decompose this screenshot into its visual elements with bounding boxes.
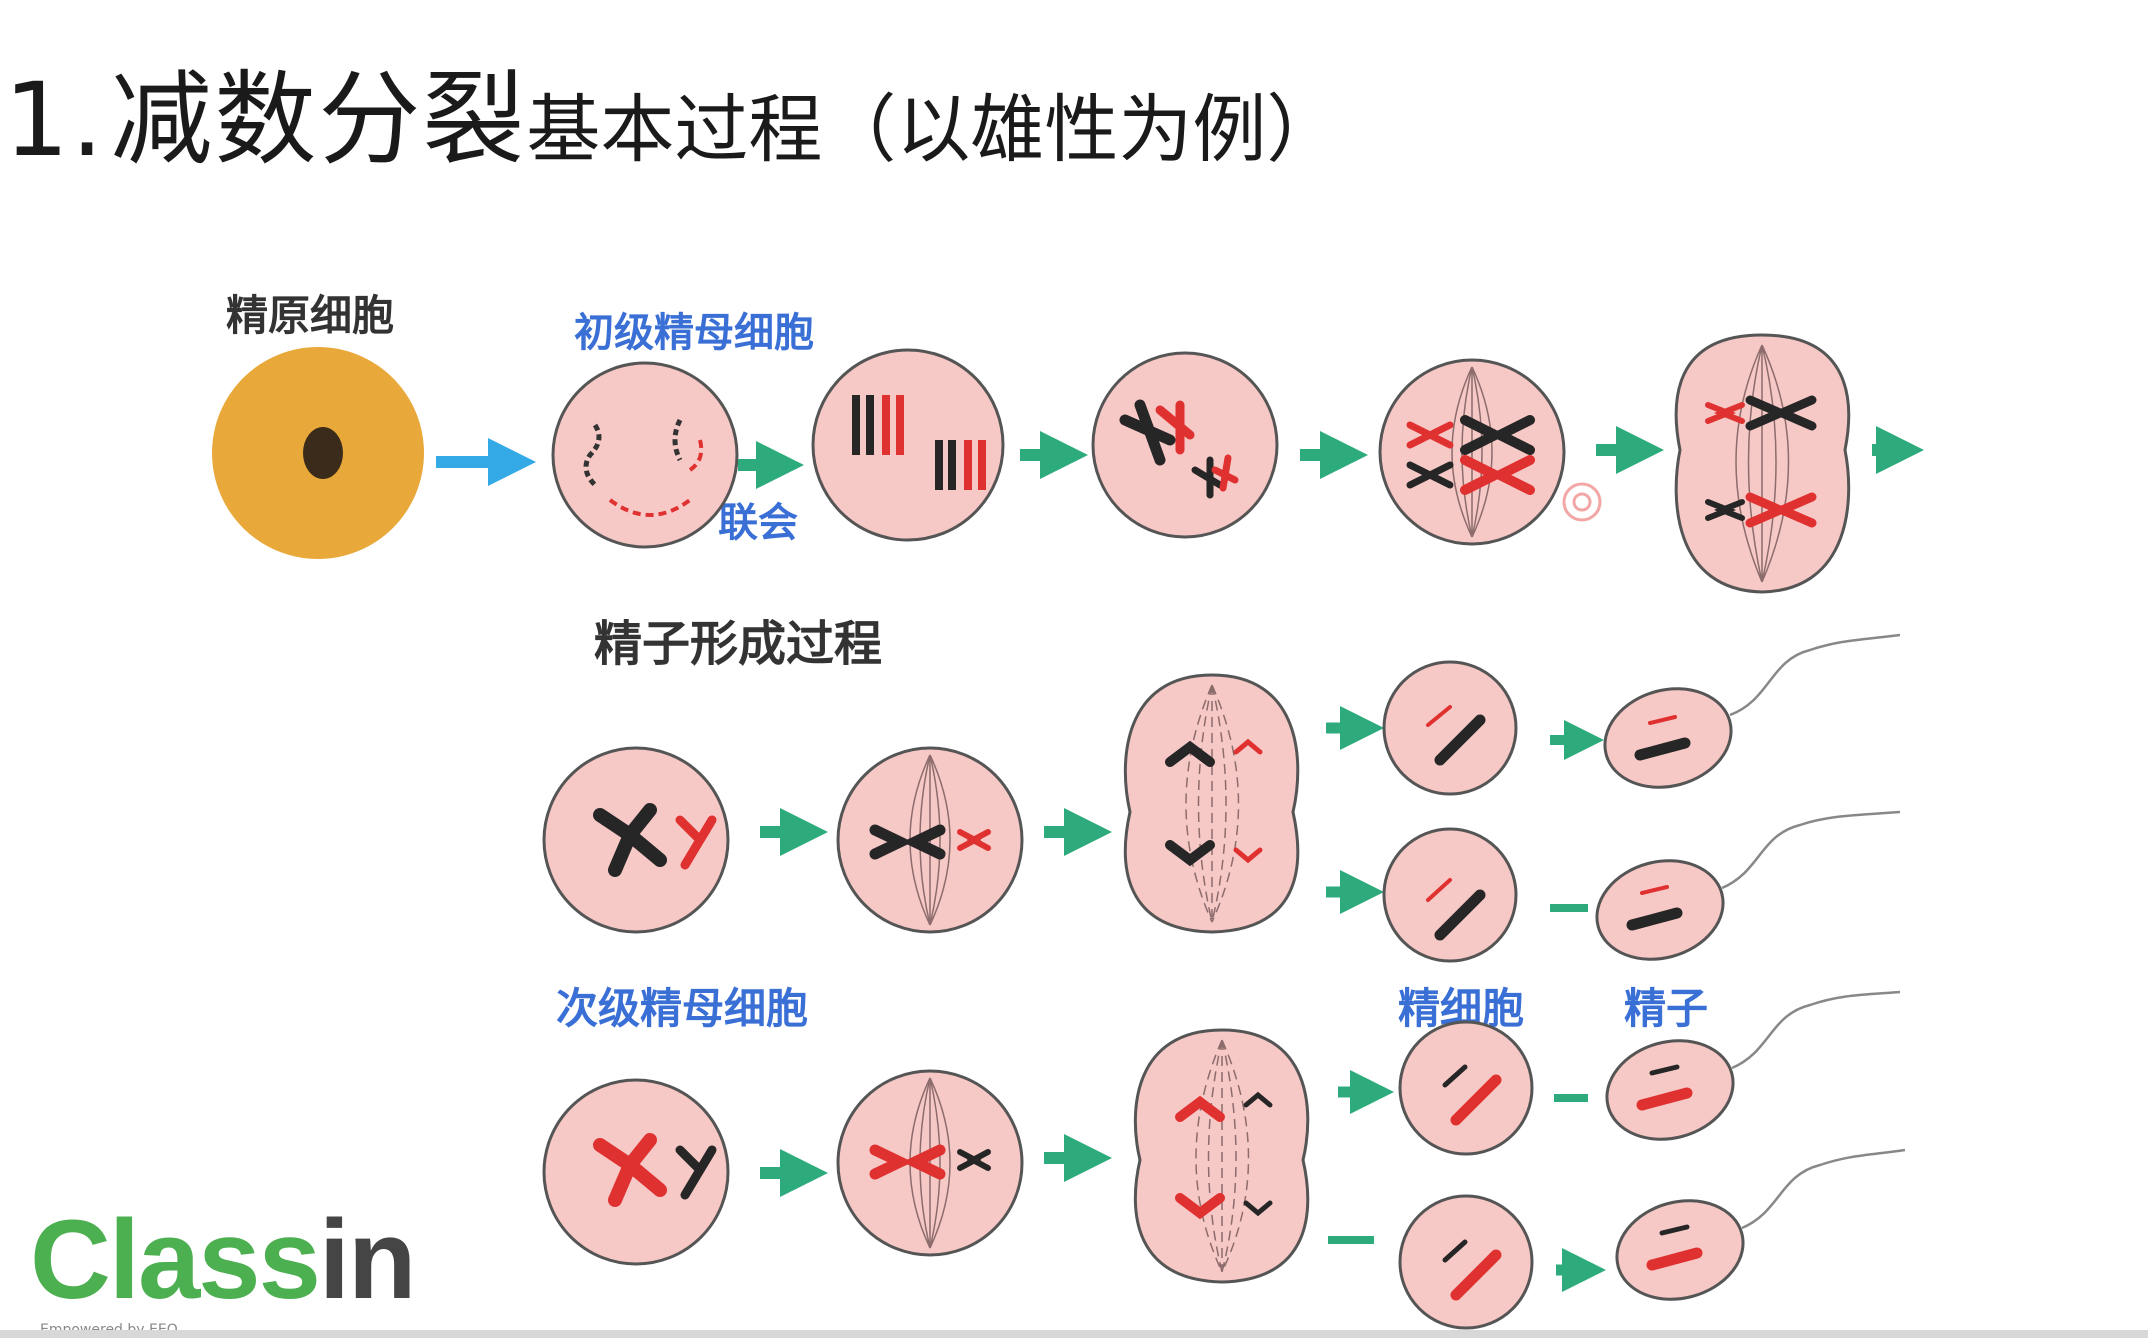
- cell-secondary-anaphase-b: [1133, 1028, 1310, 1284]
- sperm-4: [1615, 1148, 1906, 1301]
- title-sub: 基本过程（以雄性为例）: [526, 87, 1341, 173]
- slide-title: 1. 减数分裂基本过程（以雄性为例）: [4, 38, 1340, 185]
- cell-primary-leptotene: [551, 361, 739, 549]
- classin-logo: Classin: [30, 1197, 416, 1322]
- cell-diakinesis: [1091, 351, 1279, 539]
- label-primary-spermatocyte: 初级精母细胞: [574, 310, 814, 356]
- label-spermatogonium: 精原细胞: [226, 291, 395, 340]
- cell-secondary-metaphase-b: [836, 1069, 1024, 1257]
- title-main: 减数分裂: [110, 61, 527, 180]
- title-number: 1.: [4, 61, 106, 180]
- label-synapsis: 联会: [718, 500, 798, 546]
- cell-synapsis: [811, 348, 1005, 542]
- spermatogonium-cell: [212, 347, 424, 559]
- label-sperm: 精子: [1624, 984, 1709, 1033]
- label-secondary-spermatocyte: 次级精母细胞: [556, 984, 809, 1033]
- sperm-3: [1605, 990, 1901, 1141]
- cell-secondary-prophase-b: [542, 1078, 730, 1266]
- cursor-indicator-icon: [1562, 482, 1602, 522]
- cell-metaphase-1: [1378, 352, 1573, 552]
- cell-secondary-anaphase-a: [1123, 673, 1300, 934]
- label-spermatogenesis: 精子形成过程: [594, 616, 883, 672]
- bottom-bar: [0, 1330, 2148, 1338]
- sperm-1: [1603, 633, 1901, 789]
- spermatid-4: [1398, 1194, 1534, 1330]
- spermatid-1: [1382, 660, 1518, 796]
- cell-secondary-metaphase-a: [836, 746, 1024, 934]
- spermatid-2: [1382, 827, 1518, 963]
- cell-secondary-prophase-a: [542, 746, 730, 934]
- cell-anaphase-1: [1674, 333, 1851, 594]
- spermatid-3: [1398, 1020, 1534, 1156]
- sperm-2: [1595, 810, 1901, 961]
